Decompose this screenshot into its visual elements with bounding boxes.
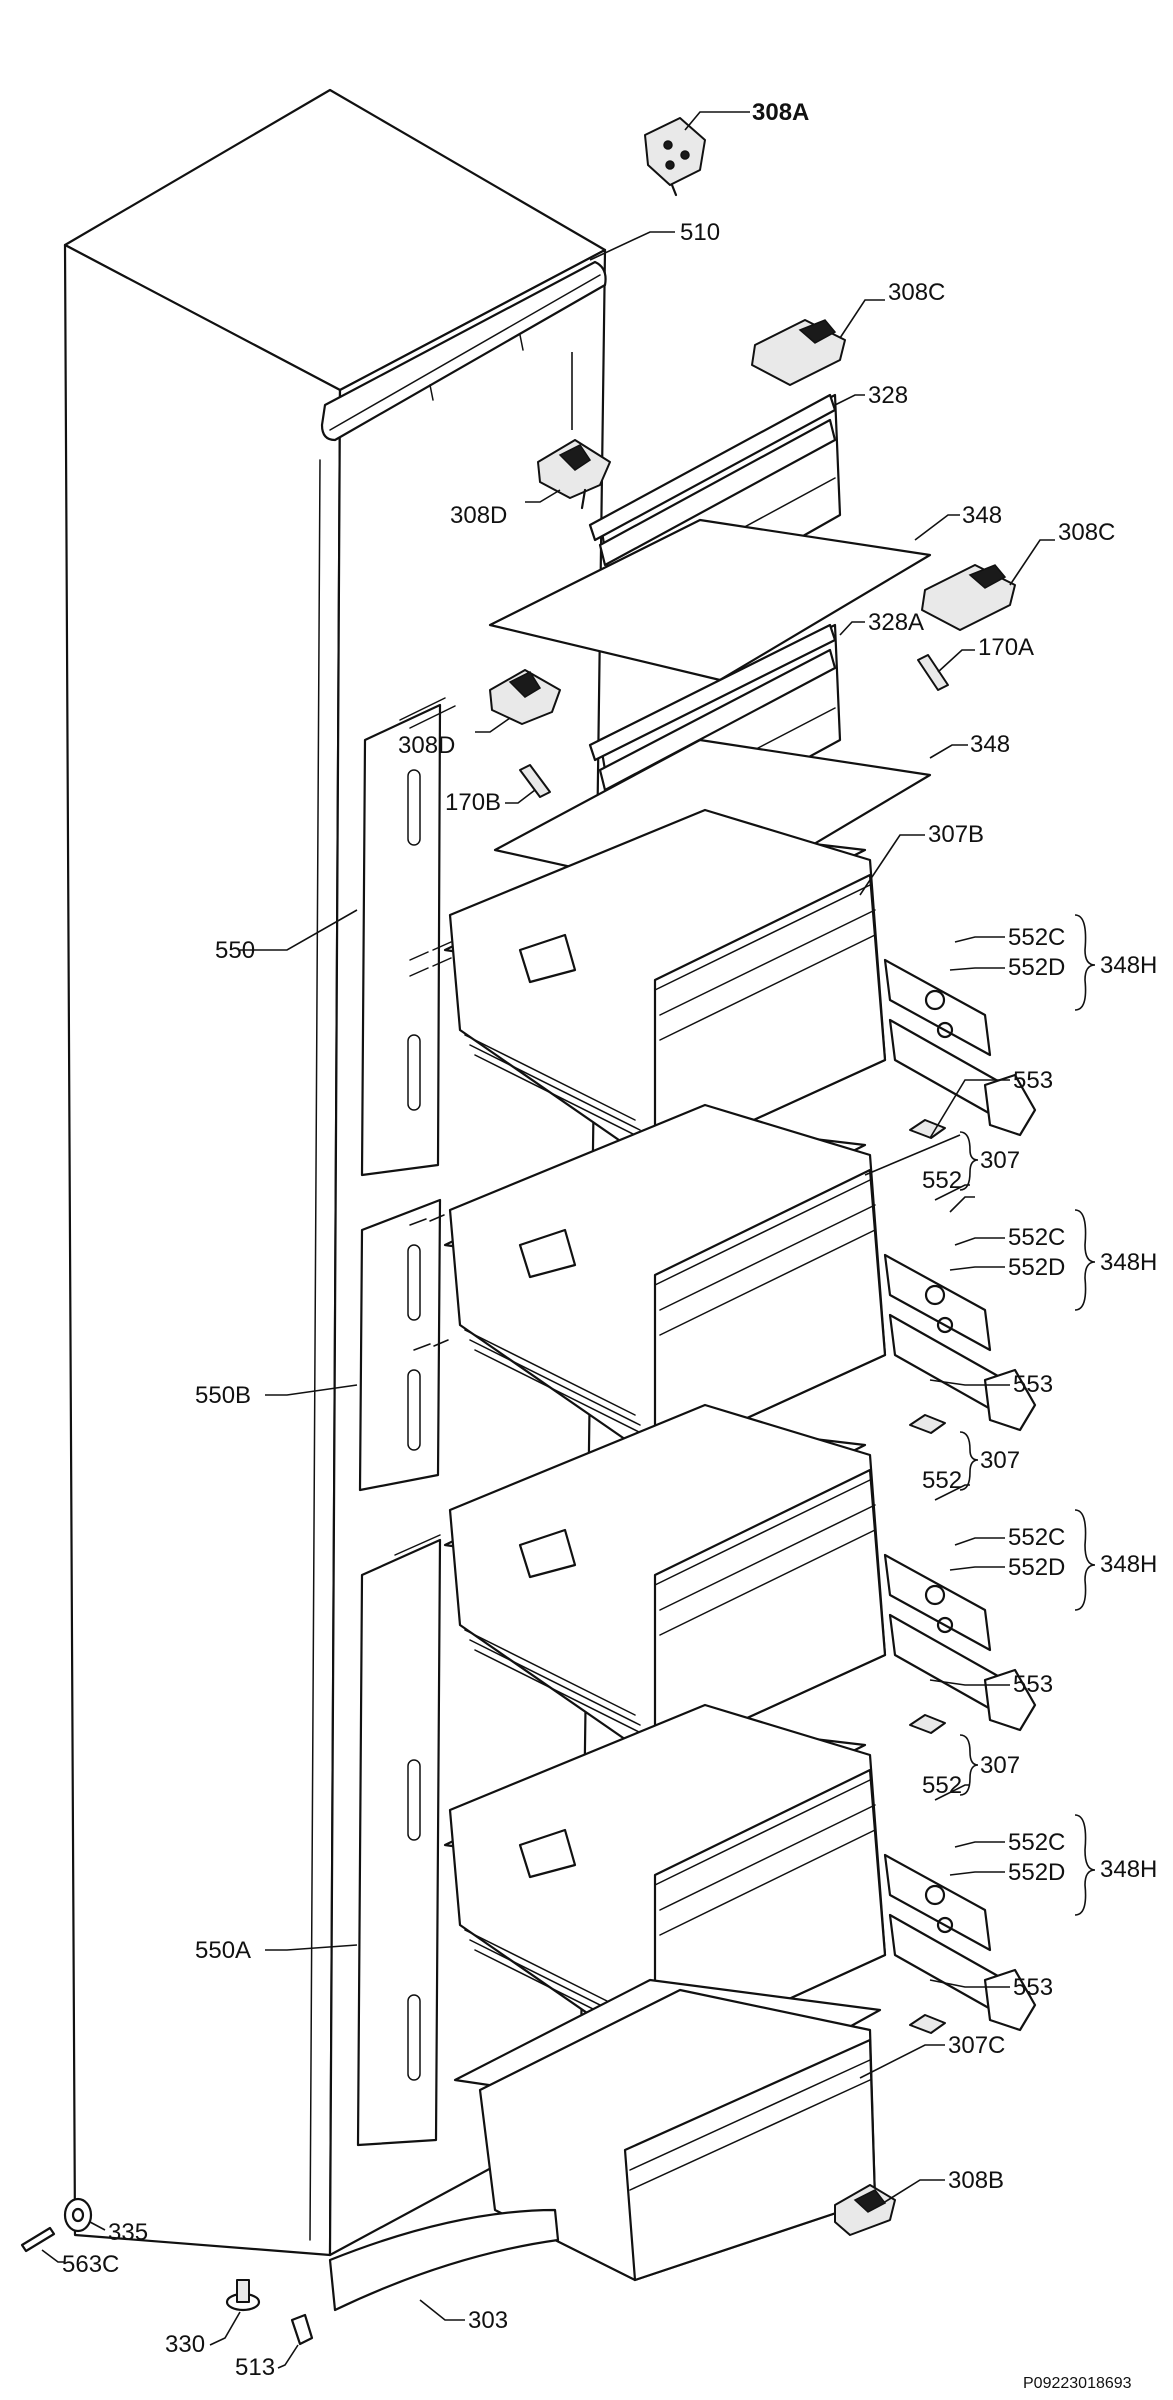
- part-170a-clip: [917, 654, 949, 691]
- label-348-mid: 348: [970, 731, 1010, 758]
- label-552c-3: 552C: [1008, 1524, 1065, 1551]
- label-307-2: 307: [980, 1147, 1020, 1174]
- door-panel-550: [360, 697, 456, 1177]
- label-308a: 308A: [752, 99, 809, 126]
- label-552-4: 552: [922, 1772, 962, 1799]
- label-552-3: 552: [922, 1467, 962, 1494]
- part-563c-pin: [20, 2226, 56, 2253]
- label-330: 330: [165, 2331, 205, 2358]
- part-335-wheel: [63, 2197, 93, 2233]
- label-348h-3: 348H: [1100, 1551, 1157, 1578]
- door-panel-550b: [358, 1198, 449, 1492]
- part-308d-bracket-mid: [489, 669, 561, 725]
- label-328a: 328A: [868, 609, 924, 636]
- label-307-4: 307: [980, 1752, 1020, 1779]
- part-513-clip: [290, 2313, 314, 2346]
- label-307c: 307C: [948, 2032, 1005, 2059]
- part-308c-bracket-top: [751, 319, 846, 386]
- label-308b: 308B: [948, 2167, 1004, 2194]
- label-348h-2: 348H: [1100, 1249, 1157, 1276]
- label-553-2: 553: [1013, 1371, 1053, 1398]
- label-552d-2: 552D: [1008, 1254, 1065, 1281]
- label-328: 328: [868, 382, 908, 409]
- part-labels: 308A 510 308C 328 308D 348 308C 328A 170…: [62, 99, 1157, 2392]
- label-307-3: 307: [980, 1447, 1020, 1474]
- part-308a-hinge: [644, 117, 706, 197]
- label-553-3: 553: [1013, 1671, 1053, 1698]
- drawer-307c: [453, 1978, 882, 2282]
- label-552c-1: 552C: [1008, 924, 1065, 951]
- label-348-top: 348: [962, 502, 1002, 529]
- door-panel-550a: [356, 1534, 442, 2147]
- label-513: 513: [235, 2354, 275, 2381]
- label-303: 303: [468, 2307, 508, 2334]
- label-552d-4: 552D: [1008, 1859, 1065, 1886]
- label-308c-top: 308C: [888, 279, 945, 306]
- label-553-4: 553: [1013, 1974, 1053, 2001]
- label-335: 335: [108, 2219, 148, 2246]
- part-303-kickplate: [328, 2208, 560, 2312]
- label-553-1: 553: [1013, 1067, 1053, 1094]
- part-348-glass-top: [488, 518, 932, 682]
- label-550b: 550B: [195, 1382, 251, 1409]
- label-552d-1: 552D: [1008, 954, 1065, 981]
- part-330-foot: [225, 2279, 261, 2312]
- label-308c-mid: 308C: [1058, 519, 1115, 546]
- label-308d-top: 308D: [450, 502, 507, 529]
- label-307b: 307B: [928, 821, 984, 848]
- label-170b: 170B: [445, 789, 501, 816]
- label-308d-mid: 308D: [398, 732, 455, 759]
- label-550a: 550A: [195, 1937, 251, 1964]
- label-348h-1: 348H: [1100, 952, 1157, 979]
- part-170b-clip: [519, 764, 551, 798]
- label-510: 510: [680, 219, 720, 246]
- label-552-2: 552: [922, 1167, 962, 1194]
- label-550: 550: [215, 937, 255, 964]
- label-552c-2: 552C: [1008, 1224, 1065, 1251]
- label-348h-4: 348H: [1100, 1856, 1157, 1883]
- label-563c: 563C: [62, 2251, 119, 2278]
- document-reference: P09223018693: [1023, 2375, 1132, 2392]
- label-170a: 170A: [978, 634, 1034, 661]
- label-552d-3: 552D: [1008, 1554, 1065, 1581]
- part-308d-bracket-top: [537, 439, 611, 510]
- part-308c-bracket-mid: [921, 564, 1016, 631]
- label-552c-4: 552C: [1008, 1829, 1065, 1856]
- part-308b-bracket: [834, 2184, 896, 2236]
- leader-lines: [41, 111, 1096, 2369]
- part-510-top-panel: [320, 260, 607, 442]
